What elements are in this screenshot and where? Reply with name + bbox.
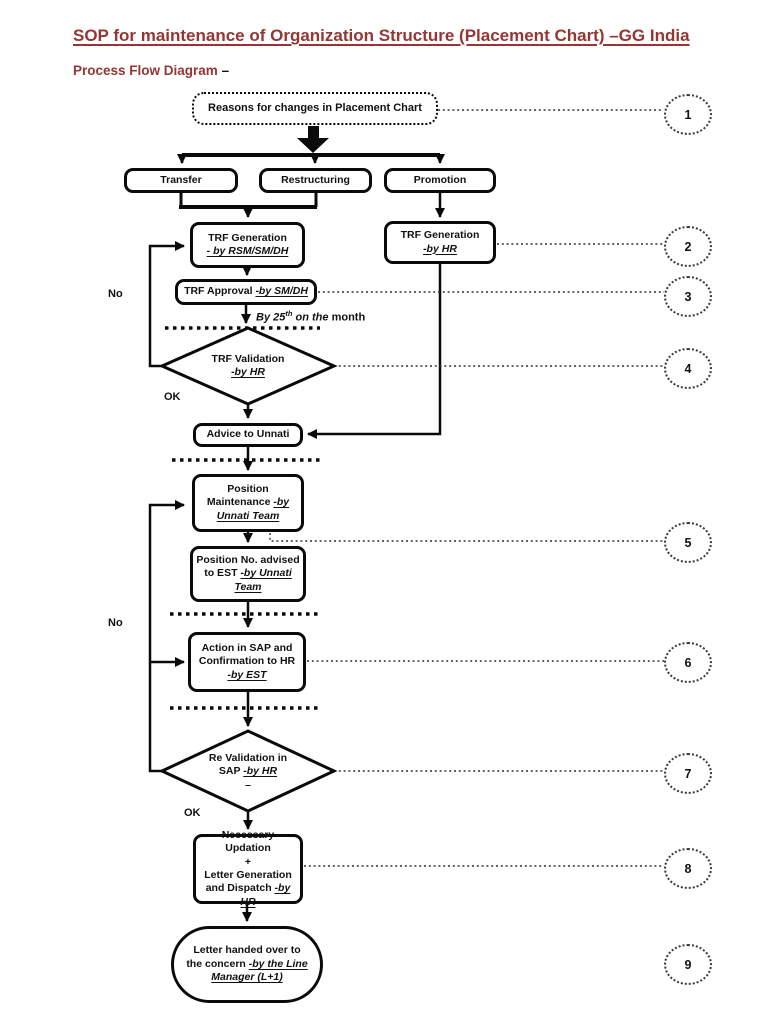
node-action-in-sap: Action in SAP and Confirmation to HR -by… [188,632,306,692]
node-label-group: Position Maintenance -by Unnati Team [198,483,298,523]
node-necessary-updation: Necessary Updation + Letter Generation a… [193,829,303,908]
callout-4: 4 [664,348,712,389]
node-label-group: Necessary Updation + Letter Generation a… [199,829,297,910]
node-re-validation: Re Validation in SAP -by HR – [198,748,298,796]
node-label-group: TRF Validation -by HR [212,353,285,380]
node-by-label: -by Unnati Team [234,567,292,593]
callout-number: 3 [684,289,692,304]
note-italic-mid: on the [292,311,332,324]
node-by-label: -by HR [231,366,265,378]
node-label: TRF Approval [184,285,256,298]
node-by-label: -by the Line Manager (L+1) [211,957,308,984]
node-position-maintenance: Position Maintenance -by Unnati Team [192,474,304,532]
node-dash: – [245,778,251,791]
callout-7: 7 [664,753,712,794]
subtitle-text: Process Flow Diagram [73,63,222,78]
node-label-group: TRF Generation - by RSM/SM/DH [207,232,289,259]
page-title: SOP for maintenance of Organization Stru… [73,26,690,45]
note-italic: By 25 [256,311,286,324]
node-by-label: -by Unnati Team [216,496,290,522]
callout-5: 5 [664,522,712,563]
deadline-note: By 25th on the month [256,309,396,324]
node-trf-validation: TRF Validation -by HR [188,345,308,387]
node-label: Promotion [413,173,467,186]
callout-number: 5 [684,535,692,550]
node-label: Re Validation in SAP [208,751,288,778]
node-plus: + [244,855,252,868]
node-label: Letter handed over to the concern [186,944,301,970]
note-superscript: th [285,309,293,318]
node-advice-unnati: Advice to Unnati [193,423,303,447]
start-arrow [297,126,329,153]
callout-8: 8 [664,848,712,889]
node-position-no-advised: Position No. advised to EST -by Unnati T… [190,546,306,602]
node-label: Position Maintenance [206,482,274,509]
callout-9: 9 [664,944,712,985]
node-label: Necessary Updation [221,828,275,855]
note-plain: month [331,311,366,324]
callout-6: 6 [664,642,712,683]
callout-number: 6 [684,655,692,670]
node-transfer: Transfer [124,168,238,193]
callout-number: 4 [684,361,692,376]
node-label: Action in SAP and Confirmation to HR [198,641,296,668]
node-reasons-start: Reasons for changes in Placement Chart [192,92,438,125]
callout-number: 7 [684,766,692,781]
node-label: Restructuring [281,173,350,186]
node-label: TRF Generation [400,229,480,242]
no-label-2: No [108,617,123,629]
node-label: Position No. advised to EST [196,553,300,580]
node-label-group: Letter handed over to the concern -by th… [177,944,317,984]
callout-number: 2 [684,239,692,254]
node-label-group: Action in SAP and Confirmation to HR -by… [194,642,300,682]
node-label: TRF Validation [211,352,285,365]
node-label: Transfer [160,173,202,186]
node-trf-generation-field: TRF Generation - by RSM/SM/DH [190,222,305,268]
node-by-label: -by HR [243,765,278,778]
trf-validation-diamond-shape [158,326,338,406]
node-label-group: Position No. advised to EST -by Unnati T… [196,554,300,594]
callout-3: 3 [664,276,712,317]
subtitle-dash: – [221,63,230,78]
node-restructuring: Restructuring [259,168,372,193]
callout-number: 8 [684,861,692,876]
node-label: TRF Generation [208,231,287,244]
node-label-2: Letter Generation and Dispatch [204,869,292,895]
callout-1: 1 [664,94,712,135]
node-by-label: -by EST [227,668,267,681]
node-label-group: Re Validation in SAP -by HR – [198,752,298,792]
node-promotion: Promotion [384,168,496,193]
page-subtitle: Process Flow Diagram – [73,63,229,78]
node-by-label: -by HR [423,242,457,255]
node-label-group: TRF Generation -by HR [401,229,480,256]
ok-label-2: OK [184,807,201,819]
node-label: Advice to Unnati [206,428,290,441]
no-label-1: No [108,288,123,300]
ok-label-1: OK [164,391,181,403]
node-by-label: - by RSM/SM/DH [206,245,289,257]
node-trf-generation-hr: TRF Generation -by HR [384,221,496,264]
node-label: Reasons for changes in Placement Chart [208,102,422,115]
node-by-label: -by HR [240,882,291,908]
node-trf-approval: TRF Approval -by SM/DH [175,279,317,305]
node-letter-handover: Letter handed over to the concern -by th… [171,926,323,1003]
node-by-label: -by SM/DH [255,285,308,298]
callout-2: 2 [664,226,712,267]
callout-number: 9 [684,957,692,972]
node-label-group: TRF Approval -by SM/DH [184,285,308,298]
re-validation-diamond-shape [158,729,338,813]
callout-number: 1 [684,107,692,122]
